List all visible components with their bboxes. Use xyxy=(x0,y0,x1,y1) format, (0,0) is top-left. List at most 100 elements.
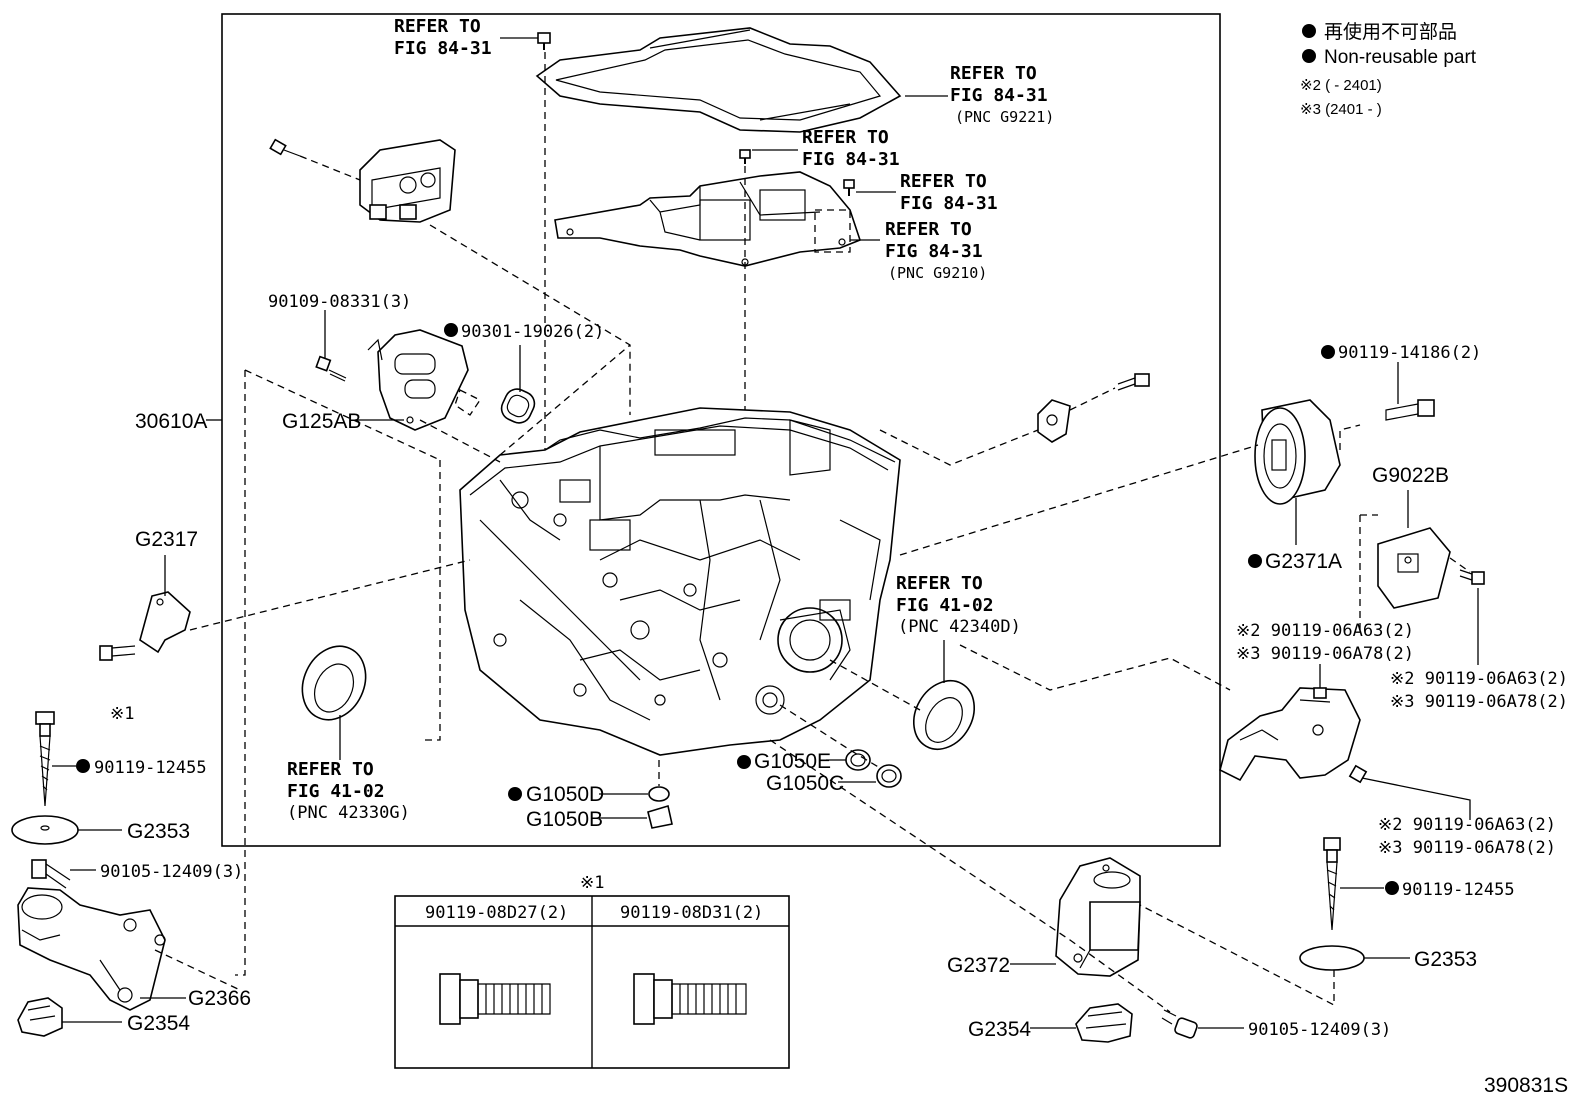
part-label: G125AB xyxy=(282,410,361,433)
ref-label: FIG 84-31 xyxy=(394,38,492,59)
legend-en: Non-reusable part xyxy=(1324,47,1477,68)
seal-right xyxy=(913,680,975,750)
part-label: G2372 xyxy=(947,954,1010,977)
part-label: G2317 xyxy=(135,528,198,551)
bolt-hose-top xyxy=(1313,687,1327,699)
part-label: ※3 90119-06A78(2) xyxy=(1390,692,1568,712)
mount-G2354-left xyxy=(17,997,63,1037)
bolt-90119-14186 xyxy=(1385,399,1435,421)
legend-note-2: ※2 ( - 2401) xyxy=(1300,77,1382,94)
part-label: 90301-19026(2) xyxy=(461,322,604,342)
legend: 再使用不可部品 Non-reusable part ※2 ( - 2401) ※… xyxy=(1300,21,1477,118)
bracket-G2317 xyxy=(139,591,191,654)
ref-pnc: (PNC G9210) xyxy=(888,264,987,282)
part-label: ※1 xyxy=(110,704,134,724)
part-label: G2354 xyxy=(127,1012,190,1035)
transaxle-case xyxy=(459,407,901,756)
bolt-90119-12455-right xyxy=(1323,837,1341,931)
ref-pnc: (PNC G9221) xyxy=(955,108,1054,126)
bolt-top-2 xyxy=(739,149,798,164)
ref-label: REFER TO xyxy=(950,63,1037,84)
mount-G2371A xyxy=(1254,399,1341,505)
part-label: G1050B xyxy=(526,808,603,831)
non-reusable-dot-icon xyxy=(1385,881,1399,895)
part-label: G1050E xyxy=(754,750,831,773)
non-reusable-dot-icon xyxy=(1302,24,1316,38)
table-header-col2: 90119-08D31(2) xyxy=(620,903,763,923)
cover-G125AB xyxy=(367,329,469,431)
gasket-G1050D xyxy=(648,786,670,802)
mount-G2354-right xyxy=(1075,1003,1133,1043)
part-label: 30610A xyxy=(135,410,207,433)
washer-G2353-left xyxy=(11,815,79,845)
sensor xyxy=(1037,399,1071,443)
bracket-G9022B xyxy=(1377,527,1451,609)
part-label: ※2 90119-06A63(2) xyxy=(1390,669,1568,689)
mount-G2366 xyxy=(17,887,166,1011)
mount-G2372 xyxy=(1055,857,1141,977)
ref-label: FIG 84-31 xyxy=(900,193,998,214)
bolt-90109 xyxy=(315,355,347,382)
ref-pnc: (PNC 42330G) xyxy=(287,803,410,823)
ref-label: FIG 84-31 xyxy=(885,241,983,262)
bolt-G9022B xyxy=(1459,569,1485,585)
washer-G2353-right xyxy=(1299,945,1365,971)
ref-label: REFER TO xyxy=(900,171,987,192)
ref-label: REFER TO xyxy=(896,573,983,594)
part-label: G2366 xyxy=(188,987,251,1010)
bolt-hose-bottom xyxy=(1348,764,1368,784)
ref-label: FIG 41-02 xyxy=(287,781,385,802)
part-label: G1050D xyxy=(526,783,604,806)
non-reusable-dot-icon xyxy=(1302,49,1316,63)
ref-label: REFER TO xyxy=(802,127,889,148)
part-label: ※3 90119-06A78(2) xyxy=(1378,838,1556,858)
part-label: 90119-12455 xyxy=(1402,880,1515,900)
legend-jp: 再使用不可部品 xyxy=(1324,21,1457,43)
ref-label: REFER TO xyxy=(885,219,972,240)
non-reusable-dot-icon xyxy=(1321,345,1335,359)
bolt-table xyxy=(394,895,790,1069)
table-mark: ※1 xyxy=(580,873,604,893)
ref-label: REFER TO xyxy=(394,16,481,37)
bolt-note1 xyxy=(99,645,136,661)
bolt-top-1 xyxy=(500,32,551,50)
seal-left xyxy=(301,645,367,721)
oring-90301 xyxy=(500,388,536,424)
bolt-sensor xyxy=(1117,373,1150,391)
part-label: G2353 xyxy=(127,820,190,843)
non-reusable-dot-icon xyxy=(76,759,90,773)
part-label: ※2 90119-06A63(2) xyxy=(1236,621,1414,641)
bolt-90119-12455-left xyxy=(35,711,55,807)
ref-label: FIG 84-31 xyxy=(802,149,900,170)
bolt-strainer xyxy=(269,138,301,157)
part-label: ※2 90119-06A63(2) xyxy=(1378,815,1556,835)
plug-G1050B xyxy=(647,804,673,829)
main-frame xyxy=(221,13,1221,847)
part-label: 90105-12409(3) xyxy=(100,862,243,882)
part-label: G2353 xyxy=(1414,948,1477,971)
part-label: 90119-12455 xyxy=(94,758,207,778)
part-label: ※3 90119-06A78(2) xyxy=(1236,644,1414,664)
hose-bracket xyxy=(1219,687,1361,782)
table-header-col1: 90119-08D27(2) xyxy=(425,903,568,923)
part-label: 90105-12409(3) xyxy=(1248,1020,1391,1040)
bolt-08D27-drawing xyxy=(439,973,551,1025)
part-label: G2354 xyxy=(968,1018,1031,1041)
non-reusable-dot-icon xyxy=(737,755,751,769)
bolt-90105-left xyxy=(31,859,71,889)
bolt-08D31-drawing xyxy=(633,973,747,1025)
labels: REFER TO FIG 84-31 REFER TO FIG 84-31 (P… xyxy=(94,16,1568,1097)
part-label: G2371A xyxy=(1265,550,1342,573)
part-label: G9022B xyxy=(1372,464,1449,487)
part-label: 90119-14186(2) xyxy=(1338,343,1481,363)
ref-label: REFER TO xyxy=(287,759,374,780)
plug-G1050C xyxy=(876,764,902,788)
strainer xyxy=(359,139,456,223)
valve-plate xyxy=(554,171,861,267)
non-reusable-dot-icon xyxy=(1248,554,1262,568)
bolt-top-3 xyxy=(843,179,896,196)
figure-code: 390831S xyxy=(1484,1074,1568,1097)
pan-cover xyxy=(535,27,902,133)
